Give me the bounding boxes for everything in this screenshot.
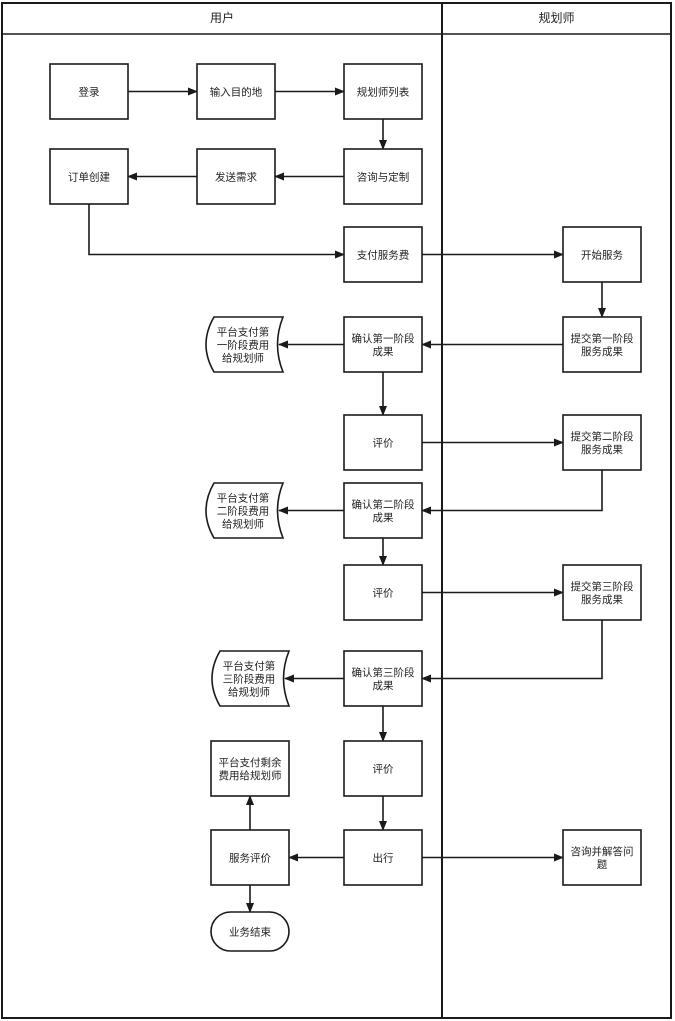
node-label: 开始服务	[581, 249, 623, 262]
node-label: 规划师列表	[357, 86, 410, 99]
process-box	[343, 829, 423, 886]
node-consult-custom[interactable]: 咨询与定制	[343, 148, 423, 205]
process-box	[343, 226, 423, 283]
node-review-2[interactable]: 评价	[343, 564, 423, 621]
node-label: 评价	[373, 588, 394, 600]
process-box	[196, 148, 276, 205]
node-label: 费用给规划师	[219, 769, 282, 782]
process-box	[210, 740, 290, 797]
edge-submit-3-to-confirm-3	[421, 620, 603, 683]
node-planner-list[interactable]: 规划师列表	[343, 63, 423, 120]
lane-title-planner: 规划师	[538, 10, 574, 25]
node-label: 一阶段费用	[217, 339, 270, 352]
node-label: 成果	[373, 512, 394, 524]
terminal-shape	[210, 911, 290, 952]
node-label: 输入目的地	[210, 86, 263, 99]
node-label: 咨询与定制	[357, 171, 410, 184]
process-box	[343, 482, 423, 539]
node-label: 平台支付第	[217, 492, 270, 505]
process-box	[49, 63, 129, 120]
stored-data-shape	[205, 482, 285, 539]
node-label: 确认第二阶段	[352, 498, 415, 511]
process-box	[562, 829, 642, 886]
process-box	[562, 316, 642, 373]
process-box	[343, 564, 423, 621]
node-label: 提交第三阶段	[571, 580, 634, 593]
node-review-1[interactable]: 评价	[343, 414, 423, 471]
node-pay-fee[interactable]: 支付服务费	[343, 226, 423, 283]
node-review-3[interactable]: 评价	[343, 740, 423, 797]
node-label: 给规划师	[222, 352, 264, 365]
node-label: 确认第一阶段	[352, 332, 415, 345]
node-service-review[interactable]: 服务评价	[210, 829, 290, 886]
node-label: 登录	[79, 86, 100, 99]
process-box	[196, 63, 276, 120]
node-label: 评价	[373, 764, 394, 776]
process-box	[562, 564, 642, 621]
node-label: 评价	[373, 438, 394, 450]
process-box	[343, 740, 423, 797]
node-end[interactable]: 业务结束	[210, 911, 290, 952]
edge-create-order-to-pay-fee	[88, 204, 345, 259]
process-box	[343, 650, 423, 707]
node-label: 平台支付第	[217, 326, 270, 339]
node-label: 二阶段费用	[217, 505, 270, 518]
node-input-dest[interactable]: 输入目的地	[196, 63, 276, 120]
node-label: 提交第二阶段	[571, 430, 634, 443]
process-box	[343, 63, 423, 120]
node-label: 三阶段费用	[223, 673, 276, 686]
node-label: 给规划师	[222, 518, 264, 531]
node-label: 服务成果	[581, 345, 623, 358]
lane-title-user: 用户	[210, 10, 234, 25]
node-label: 题	[597, 859, 608, 871]
node-label: 平台支付第	[223, 660, 276, 673]
process-box	[343, 316, 423, 373]
node-create-order[interactable]: 订单创建	[49, 148, 129, 205]
node-label: 订单创建	[68, 171, 110, 184]
node-label: 服务成果	[581, 443, 623, 456]
process-box	[210, 829, 290, 886]
process-box	[343, 148, 423, 205]
node-travel[interactable]: 出行	[343, 829, 423, 886]
node-label: 给规划师	[228, 686, 270, 699]
node-start-service[interactable]: 开始服务	[562, 226, 642, 283]
node-label: 平台支付剩余	[219, 756, 282, 769]
stored-data-shape	[211, 650, 291, 707]
edges	[88, 87, 606, 913]
node-label: 业务结束	[229, 926, 271, 939]
edge-submit-2-to-confirm-2	[421, 470, 603, 515]
process-box	[343, 414, 423, 471]
node-label: 咨询并解答问	[571, 845, 634, 858]
stored-data-shape	[205, 316, 285, 373]
node-login[interactable]: 登录	[49, 63, 129, 120]
node-send-request[interactable]: 发送需求	[196, 148, 276, 205]
process-box	[562, 226, 642, 283]
node-label: 出行	[373, 852, 394, 865]
node-label: 服务评价	[229, 852, 271, 865]
node-label: 支付服务费	[357, 249, 410, 262]
node-label: 确认第三阶段	[352, 666, 415, 679]
node-label: 成果	[373, 346, 394, 358]
process-box	[562, 414, 642, 471]
node-label: 成果	[373, 680, 394, 692]
process-box	[49, 148, 129, 205]
node-label: 发送需求	[215, 171, 257, 184]
node-label: 提交第一阶段	[571, 332, 634, 345]
node-label: 服务成果	[581, 593, 623, 606]
